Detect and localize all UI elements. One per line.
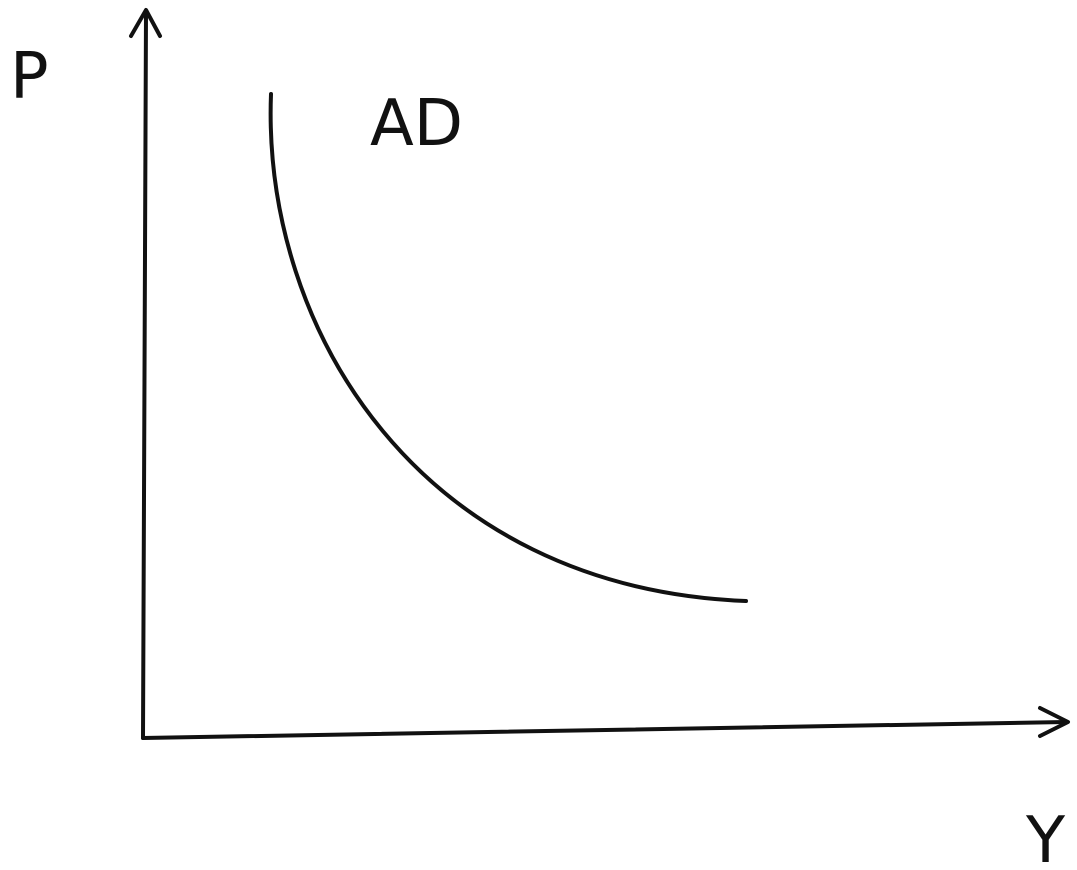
y-axis-arrowhead [129,8,162,38]
y-axis-label: P [10,40,49,114]
ad-curve [268,92,748,603]
curve-label: AD [370,87,463,161]
y-axis [141,10,148,740]
x-axis-arrowhead [1038,706,1070,738]
x-axis [141,720,1068,740]
x-axis-label: Y [1025,804,1066,870]
